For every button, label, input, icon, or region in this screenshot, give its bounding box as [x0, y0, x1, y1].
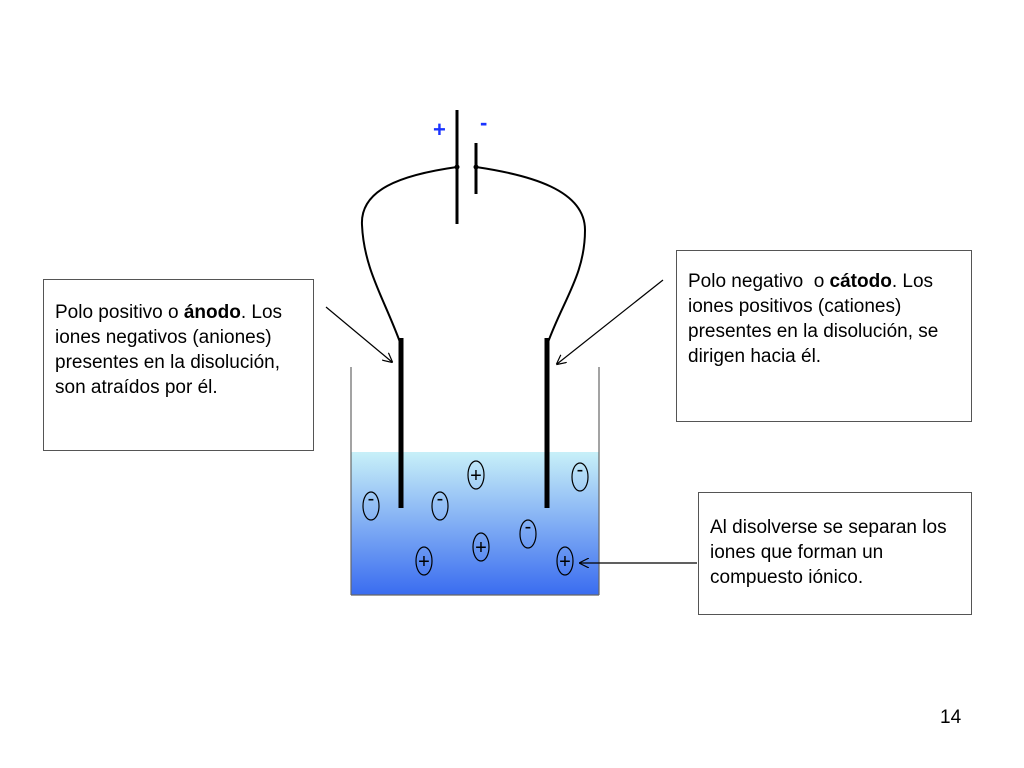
anode-callout: Polo positivo o ánodo. Los iones negativ…	[43, 279, 314, 451]
anode-title: Polo positivo o	[55, 302, 184, 323]
ions-description: Al disolverse se separan los iones que f…	[710, 517, 947, 588]
ion: -	[519, 516, 537, 549]
ion: -	[431, 488, 449, 521]
ion: +	[467, 460, 485, 490]
anode-title-end: .	[240, 302, 247, 323]
wire-anode	[360, 166, 458, 346]
wire-cathode	[475, 166, 587, 346]
ion-charge-label: -	[525, 516, 532, 538]
page-number: 14	[940, 707, 962, 728]
ion-charge-label: -	[577, 459, 584, 481]
solution	[351, 452, 599, 595]
cathode-term: cátodo	[829, 271, 892, 292]
ion: -	[571, 459, 589, 492]
ion: -	[362, 488, 380, 521]
positive-pole-sign: +	[433, 117, 446, 142]
cathode-description: Los iones positivos (cationes) presentes…	[688, 271, 939, 367]
ion-charge-label: +	[470, 465, 482, 487]
anode-term: ánodo	[183, 302, 241, 323]
ions-callout: Al disolverse se separan los iones que f…	[698, 492, 972, 615]
negative-pole-sign: -	[480, 110, 488, 135]
cathode-title: Polo negativo o	[688, 271, 830, 292]
ion: +	[556, 546, 574, 576]
ion-charge-label: +	[418, 551, 430, 573]
ion-charge-label: +	[559, 551, 571, 573]
anode-pointer-arrow	[325, 306, 392, 362]
cathode-title-end: .	[891, 271, 898, 292]
ion-charge-label: -	[368, 488, 375, 510]
beaker	[350, 367, 600, 596]
ion: +	[415, 546, 433, 576]
anode-description: Los iones negativos (aniones) presentes …	[55, 302, 283, 398]
cathode-pointer-arrow	[557, 279, 664, 364]
ion-charge-label: -	[437, 488, 444, 510]
cathode-callout: Polo negativo o cátodo. Los iones positi…	[676, 250, 972, 422]
ion-charge-label: +	[475, 537, 487, 559]
ion: +	[472, 532, 490, 562]
